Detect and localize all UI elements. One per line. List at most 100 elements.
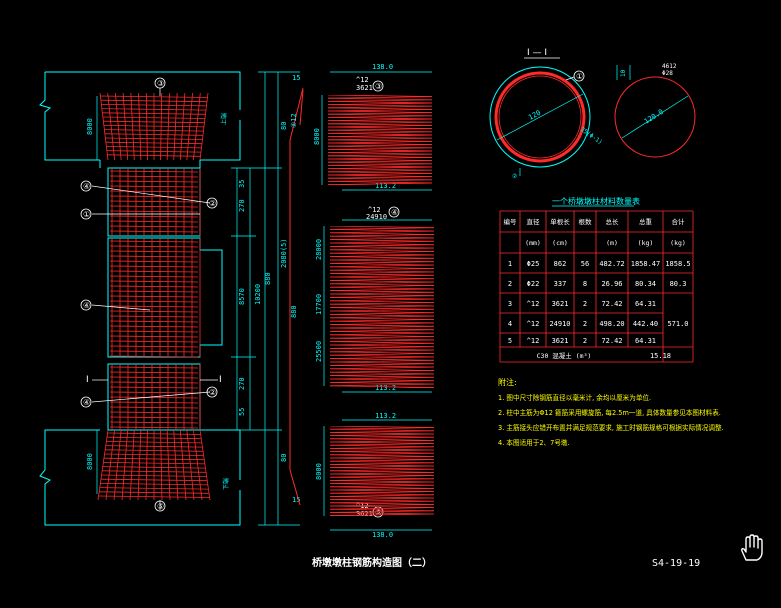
table-cell: 2 [583, 337, 587, 345]
table-cell: 571.0 [667, 320, 688, 328]
callout-label: ③ [157, 79, 164, 88]
table-cell: 64.31 [635, 337, 656, 345]
spiral-segment [330, 305, 434, 308]
dim-right: 270 [238, 199, 246, 212]
spiral-segment [330, 512, 434, 515]
section-callout-1: ① [576, 72, 583, 81]
spiral-bar [109, 280, 199, 283]
spiral-bar [101, 104, 207, 107]
spiral-segment [330, 232, 434, 235]
spiral-segment [328, 152, 432, 155]
table-header: (mm) [525, 239, 541, 247]
spiral-segment [330, 428, 434, 432]
table-cell: 2 [508, 280, 512, 288]
spiral-segment [328, 121, 432, 125]
spiral-segment [328, 95, 432, 97]
callout-label: ④ [83, 301, 90, 310]
spiral-segment [330, 315, 434, 319]
spiral-segment [330, 353, 434, 356]
spiral-segment [328, 144, 432, 147]
spiral-bar [109, 401, 199, 404]
spiral-segment [330, 371, 434, 375]
spiral-segment [328, 117, 432, 120]
vertical-bar [160, 429, 163, 501]
spiral-segment [330, 476, 434, 480]
table-header: 直径 [527, 217, 541, 226]
spiral-segment [330, 484, 434, 488]
spiral-bar [109, 290, 199, 293]
vertical-bar [166, 429, 171, 501]
spiral-segment [328, 128, 432, 131]
spiral-segment [328, 141, 432, 144]
spiral-bar [106, 436, 202, 440]
dim-inner-width: 113.2 [375, 182, 396, 190]
spiral-bar [101, 108, 207, 111]
spiral-segment [330, 380, 434, 383]
spiral-bar [98, 495, 210, 498]
notes-heading: 附注: [498, 377, 517, 387]
spiral-segment [328, 131, 432, 134]
spiral-bar [109, 371, 199, 374]
spiral-bar [109, 426, 199, 429]
section-mark-left: I [86, 375, 89, 385]
spiral-bar [100, 483, 208, 486]
table-header: (kg) [670, 239, 686, 247]
spiral-segment [330, 491, 434, 494]
spiral-bar [102, 466, 206, 469]
spiral-segment [330, 488, 434, 491]
dim-left-top: 8000 [86, 118, 94, 135]
notes: 附注: 1. 图中尺寸除钢筋直径以毫米计, 余均以厘米为单位. 2. 柱中主筋为… [498, 377, 724, 447]
spiral-segment [330, 382, 434, 385]
spiral-bar [109, 300, 199, 303]
spiral-segment [330, 499, 434, 502]
vertical-bar [97, 429, 109, 501]
spiral-segment [378, 387, 434, 388]
spiral-segment [330, 307, 434, 310]
vertical-bar [129, 429, 135, 501]
section-side-dim: 10 [620, 69, 627, 77]
material-table: 一个桥墩墩柱材料数量表 编号直径(mm)单根长(cm)根数总长(m)总重(kg)… [499, 196, 694, 363]
spiral-segment [330, 266, 434, 269]
spiral-segment [328, 149, 432, 152]
spiral-segment [330, 278, 434, 281]
spiral-segment [330, 325, 434, 329]
table-cell: 2 [583, 320, 587, 328]
spiral-segment [330, 515, 383, 516]
spiral-segment [330, 426, 434, 428]
callouts [80, 77, 218, 512]
callout-label: ② [209, 388, 216, 397]
spiral-segment [330, 351, 434, 354]
table-cell: 3 [508, 300, 512, 308]
spiral-segment [330, 261, 434, 264]
spiral-segment [328, 129, 432, 133]
table-cell: 1 [508, 260, 512, 268]
rebar-profile [289, 87, 304, 506]
spiral-segment [328, 157, 432, 160]
spiral-segment [330, 378, 434, 382]
spiral-bar [103, 125, 205, 128]
spiral-segment [328, 182, 432, 185]
spiral-segment [330, 273, 434, 276]
detail-side-dim: 8000 [315, 463, 323, 480]
table-cell: 3621 [552, 300, 569, 308]
spiral-bar [109, 200, 199, 203]
profile-label: ②12 [290, 113, 298, 128]
spiral-segment [328, 160, 432, 163]
drawing-title: 桥墩墩柱钢筋构造图（二） [312, 556, 432, 569]
spiral-bar [109, 355, 199, 358]
spiral-segment [328, 158, 432, 161]
note-item: 4. 本图适用于2、7号墩. [498, 438, 570, 447]
table-cell: 72.42 [601, 337, 622, 345]
spiral-segment [330, 441, 434, 444]
callout-label: ④ [83, 182, 90, 191]
right-dimension-lines [231, 71, 300, 526]
table-cell: 337 [554, 280, 567, 288]
spiral-bar [109, 320, 199, 323]
spiral-bar [109, 220, 199, 223]
spiral-segment [328, 181, 432, 184]
table-footer-label: C30 混凝土 (m³) [537, 351, 592, 360]
spiral-segment [328, 134, 432, 137]
callout-label: ① [83, 210, 90, 219]
spiral-segment [328, 174, 432, 177]
spiral-bar [102, 470, 206, 473]
